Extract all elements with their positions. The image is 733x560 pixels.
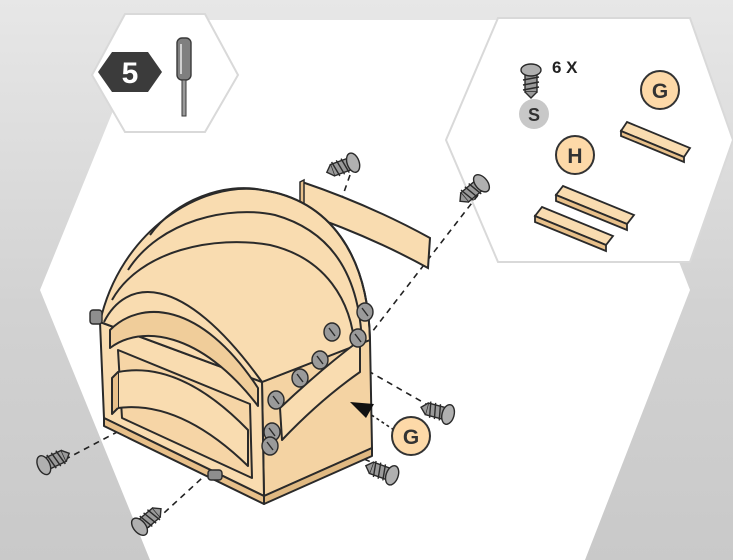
- step-number: 5: [122, 57, 139, 90]
- callout-part-g-badge: G: [392, 417, 430, 455]
- screw-part-badge: S: [519, 99, 549, 129]
- parts-hexagon: [446, 18, 733, 262]
- screw-icon: [34, 444, 73, 476]
- screw-count: 6 X: [552, 58, 578, 77]
- part-g-letter: G: [652, 80, 668, 103]
- part-g-badge: G: [641, 71, 679, 109]
- part-h-badge: H: [556, 136, 594, 174]
- part-h-letter: H: [567, 145, 582, 168]
- callout-part-letter: G: [403, 426, 419, 449]
- screw-part-letter: S: [528, 105, 540, 125]
